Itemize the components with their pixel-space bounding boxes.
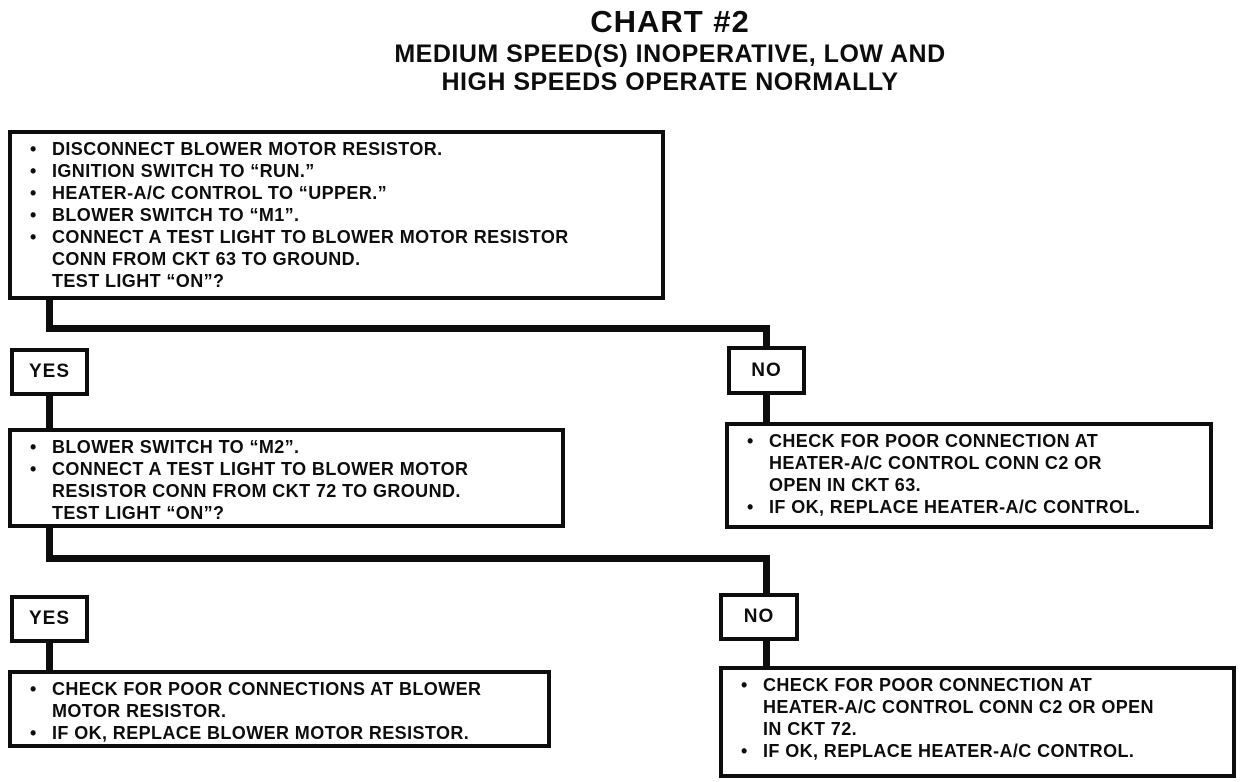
list-item-text: OPEN IN CKT 63. — [769, 475, 922, 495]
list-item: • CHECK FOR POOR CONNECTIONS AT BLOWER — [30, 678, 541, 700]
bullet-icon: • — [30, 205, 37, 225]
bullet-icon: • — [30, 679, 37, 699]
bullet-icon: • — [30, 459, 37, 479]
list-item: • IF OK, REPLACE HEATER-A/C CONTROL. — [747, 496, 1203, 518]
connector-branch2-no-down — [763, 555, 770, 593]
list-item-text: CHECK FOR POOR CONNECTIONS AT BLOWER — [52, 679, 482, 699]
list-item: • IF OK, REPLACE BLOWER MOTOR RESISTOR. — [30, 722, 541, 744]
connector-branch1-no-down — [763, 325, 770, 348]
list-item-continuation: TEST LIGHT “ON”? — [30, 502, 555, 524]
list-item-continuation: HEATER-A/C CONTROL CONN C2 OR OPEN — [741, 696, 1226, 718]
list-item-text: CHECK FOR POOR CONNECTION AT — [769, 431, 1099, 451]
list-item: • BLOWER SWITCH TO “M1”. — [30, 204, 655, 226]
list-item-text: TEST LIGHT “ON”? — [52, 271, 225, 291]
branch2-yes-label: YES — [10, 595, 89, 643]
bullet-spacer — [30, 480, 52, 502]
list-item: • DISCONNECT BLOWER MOTOR RESISTOR. — [30, 138, 655, 160]
bullet-spacer — [30, 502, 52, 524]
connector-step2-down — [46, 527, 53, 562]
list-item: • CHECK FOR POOR CONNECTION AT — [747, 430, 1203, 452]
list-item-continuation: MOTOR RESISTOR. — [30, 700, 541, 722]
list-item: • IGNITION SWITCH TO “RUN.” — [30, 160, 655, 182]
list-item-text: TEST LIGHT “ON”? — [52, 503, 225, 523]
list-item: • HEATER-A/C CONTROL TO “UPPER.” — [30, 182, 655, 204]
node-step1: • DISCONNECT BLOWER MOTOR RESISTOR. • IGNIT… — [8, 130, 665, 300]
branch1-no-text: NO — [751, 359, 782, 381]
connector-no2-down — [763, 640, 770, 668]
branch1-yes-text: YES — [28, 361, 71, 382]
bullet-icon: • — [30, 139, 37, 159]
list-item-text: DISCONNECT BLOWER MOTOR RESISTOR. — [52, 139, 443, 159]
list-item-continuation: CONN FROM CKT 63 TO GROUND. — [30, 248, 655, 270]
connector-no1-down — [763, 394, 770, 423]
bullet-icon: • — [30, 227, 37, 247]
connector-step1-down — [46, 298, 53, 332]
list-item-continuation: IN CKT 72. — [741, 718, 1226, 740]
list-item: • CHECK FOR POOR CONNECTION AT — [741, 674, 1226, 696]
bullet-spacer — [741, 696, 763, 718]
chart-heading: CHART #2 — [590, 4, 750, 39]
bullet-icon: • — [747, 431, 754, 451]
list-item-text: IN CKT 72. — [763, 719, 858, 739]
branch1-yes-label: YES — [10, 348, 89, 396]
branch1-no-label: NO — [727, 346, 806, 395]
list-item-text: HEATER-A/C CONTROL CONN C2 OR — [769, 453, 1102, 473]
list-item-text: BLOWER SWITCH TO “M1”. — [52, 205, 300, 225]
list-item-text: RESISTOR CONN FROM CKT 72 TO GROUND. — [52, 481, 461, 501]
bullet-icon: • — [30, 183, 37, 203]
node-step2: • BLOWER SWITCH TO “M2”. • CONNECT A TEST L… — [8, 428, 565, 528]
list-item-text: CONNECT A TEST LIGHT TO BLOWER MOTOR RES… — [52, 227, 569, 247]
list-item: • CONNECT A TEST LIGHT TO BLOWER MOTOR — [30, 458, 555, 480]
bullet-spacer — [30, 700, 52, 722]
chart-subtitle-line2: HIGH SPEEDS OPERATE NORMALLY — [441, 68, 899, 96]
list-item-text: HEATER-A/C CONTROL CONN C2 OR OPEN — [763, 697, 1154, 717]
connector-yes1-down — [46, 395, 53, 429]
bullet-spacer — [741, 718, 763, 740]
bullet-icon: • — [30, 161, 37, 181]
chart-subtitle-line1: MEDIUM SPEED(S) INOPERATIVE, LOW AND — [394, 40, 946, 68]
connector-branch1-horizontal — [46, 325, 770, 332]
bullet-icon: • — [747, 497, 754, 517]
list-item-continuation: OPEN IN CKT 63. — [747, 474, 1203, 496]
list-item: • IF OK, REPLACE HEATER-A/C CONTROL. — [741, 740, 1226, 762]
bullet-spacer — [747, 474, 769, 496]
list-item-text: BLOWER SWITCH TO “M2”. — [52, 437, 300, 457]
list-item-text: IF OK, REPLACE HEATER-A/C CONTROL. — [763, 741, 1135, 761]
connector-branch2-horizontal — [46, 555, 770, 562]
bullet-icon: • — [30, 437, 37, 457]
list-item-continuation: RESISTOR CONN FROM CKT 72 TO GROUND. — [30, 480, 555, 502]
bullet-icon: • — [30, 723, 37, 743]
list-item: • BLOWER SWITCH TO “M2”. — [30, 436, 555, 458]
list-item-text: CHECK FOR POOR CONNECTION AT — [763, 675, 1093, 695]
branch2-no-label: NO — [719, 593, 799, 641]
list-item-continuation: HEATER-A/C CONTROL CONN C2 OR — [747, 452, 1203, 474]
bullet-icon: • — [741, 675, 748, 695]
branch2-no-text: NO — [743, 606, 775, 627]
chart-title-block: CHART #2 MEDIUM SPEED(S) INOPERATIVE, LO… — [350, 4, 990, 96]
list-item-text: HEATER-A/C CONTROL TO “UPPER.” — [52, 183, 388, 203]
list-item-continuation: TEST LIGHT “ON”? — [30, 270, 655, 292]
branch2-yes-text: YES — [28, 608, 71, 629]
bullet-spacer — [747, 452, 769, 474]
list-item-text: IF OK, REPLACE HEATER-A/C CONTROL. — [769, 497, 1141, 517]
bullet-spacer — [30, 248, 52, 270]
list-item-text: IF OK, REPLACE BLOWER MOTOR RESISTOR. — [52, 723, 470, 743]
list-item: • CONNECT A TEST LIGHT TO BLOWER MOTOR RE… — [30, 226, 655, 248]
connector-yes2-down — [46, 642, 53, 672]
bullet-icon: • — [741, 741, 748, 761]
list-item-text: IGNITION SWITCH TO “RUN.” — [52, 161, 315, 181]
list-item-text: CONNECT A TEST LIGHT TO BLOWER MOTOR — [52, 459, 469, 479]
list-item-text: MOTOR RESISTOR. — [52, 701, 227, 721]
bullet-spacer — [30, 270, 52, 292]
list-item-text: CONN FROM CKT 63 TO GROUND. — [52, 249, 361, 269]
